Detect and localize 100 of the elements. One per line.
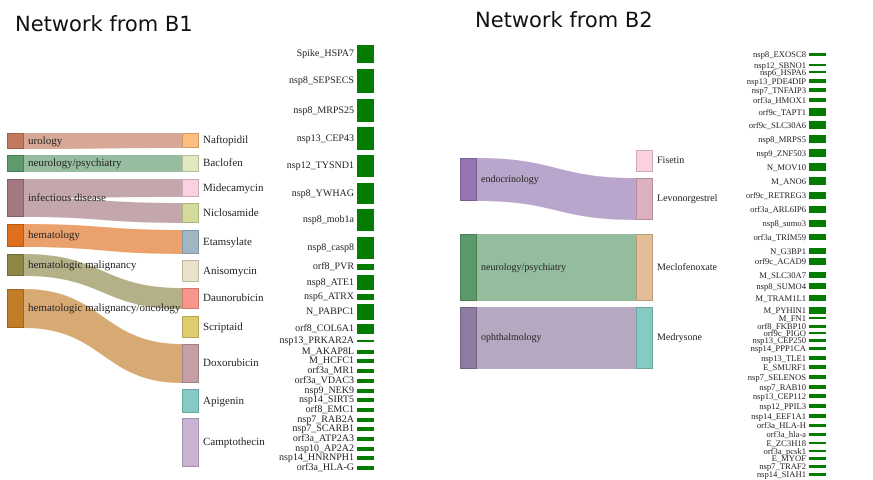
node-label: orf3a_ATP2A3 <box>292 434 354 444</box>
node-label: M_TRAM1L1 <box>755 294 806 302</box>
flow-ribbon <box>477 307 636 369</box>
node-label: nsp7_TNFAIP3 <box>752 86 806 94</box>
node-label: nsp9_ZNF503 <box>756 148 806 158</box>
node-label: N_PABPC1 <box>306 307 354 317</box>
node-label: nsp12_TYSND1 <box>286 161 354 171</box>
node-label: Niclosamide <box>203 208 259 218</box>
node-label: nsp10_AP2A2 <box>295 444 354 454</box>
node-label: nsp7_RAB2A <box>297 414 354 425</box>
node-label: Anisomycin <box>203 266 257 276</box>
node-label: Camptothecin <box>203 437 265 448</box>
node-label: orf8_COL6A1 <box>295 324 354 334</box>
flow-ribbon <box>24 198 182 223</box>
flow-ribbon <box>24 155 182 172</box>
node-label: neurology/psychiatry <box>28 158 122 169</box>
node-label: orf8_PVR <box>312 262 354 272</box>
node-label: nsp13_CEP112 <box>752 392 806 400</box>
node-label: Scriptaid <box>203 322 243 332</box>
node-label: Meclofenoxate <box>657 262 717 272</box>
node-label: nsp7_SCARB1 <box>292 424 354 434</box>
node-label: nsp14_PPP1CA <box>750 344 806 353</box>
node-label: hematology <box>28 230 80 241</box>
node-label: nsp14_EEF1A1 <box>751 412 806 420</box>
node-label: nsp13_CEP250 <box>752 336 806 345</box>
node-label: Spike_HSPA7 <box>296 49 354 59</box>
node-label: M_HCFC1 <box>308 356 354 366</box>
network-heading: Network from B1 <box>15 12 193 36</box>
node-label: nsp8_EXOSC8 <box>752 50 806 59</box>
node-label: orf3a_TRIM59 <box>753 232 806 242</box>
node-label: nsp7_RAB10 <box>759 382 806 392</box>
node-label: nsp8_YWHAG <box>292 188 354 198</box>
node-label: Baclofen <box>203 158 243 169</box>
flow-ribbon <box>24 289 182 383</box>
node-label: E_SMURF1 <box>763 362 806 372</box>
node-label: orf3a_VDAC3 <box>294 376 354 386</box>
flow-ribbon <box>477 158 636 220</box>
node-label: ophthalmology <box>481 333 542 343</box>
node-label: orf3a_HMOX1 <box>753 96 806 104</box>
node-label: nsp13_TLE1 <box>761 354 806 362</box>
node-label: infectious disease <box>28 192 106 204</box>
node-label: nsp6_ATRX <box>304 292 354 302</box>
flow-ribbon <box>477 234 636 301</box>
node-label: nsp7_SELENOS <box>748 372 806 382</box>
node-label: urology <box>28 136 62 146</box>
node-label: orf3a_hla-a <box>766 430 806 439</box>
node-label: M_ANO6 <box>771 176 806 186</box>
flow-ribbon <box>24 133 182 149</box>
node-label: nsp14_SIRT5 <box>299 395 354 406</box>
node-label: nsp12_SBNO1 <box>754 60 806 70</box>
flow-ribbon <box>24 179 182 198</box>
node-label: E_ZC3H18 <box>766 438 806 448</box>
node-label: orf3a_MR1 <box>307 366 354 376</box>
node-label: M_AKAP8L <box>302 346 354 357</box>
node-label: nsp8_MRPS5 <box>758 134 806 144</box>
node-label: orf9c_ACAD9 <box>754 257 806 266</box>
node-label: N_G3BP1 <box>770 246 806 256</box>
node-label: nsp8_casp8 <box>307 243 354 253</box>
node-label: nsp8_MRPS25 <box>293 106 354 116</box>
node-label: orf9c_PIGO <box>764 328 806 338</box>
node-label: Levonorgestrel <box>657 194 718 204</box>
node-label: orf3a_pcsk1 <box>764 446 806 456</box>
flow-ribbon <box>24 224 182 254</box>
network-heading: Network from B2 <box>475 8 653 32</box>
flow-ribbon <box>24 254 182 309</box>
node-label: nsp9_NEK9 <box>304 386 354 396</box>
node-label: E_MYOF <box>772 454 806 463</box>
node-label: orf3a_ARL6IP6 <box>750 205 806 214</box>
node-label: orf8_FKBP10 <box>757 322 806 331</box>
node-label: M_PYHIN1 <box>764 306 806 315</box>
node-label: Fisetin <box>657 156 684 166</box>
node-label: nsp8_SEPSECS <box>288 76 354 86</box>
node-label: Daunorubicin <box>203 293 264 304</box>
node-label: orf9c_SLC30A6 <box>748 120 806 130</box>
node-label: nsp8_SUMO4 <box>756 282 806 290</box>
node-label: hematologic malignancy <box>28 260 136 270</box>
node-label: nsp13_PRKAR2A <box>280 336 354 346</box>
node-label: nsp14_SIAH1 <box>756 470 806 479</box>
node-label: nsp12_PPIL3 <box>759 402 806 410</box>
node-label: nsp8_ATE1 <box>306 278 354 288</box>
node-label: Naftopidil <box>203 135 248 146</box>
node-label: orf9c_RETREG3 <box>746 191 806 200</box>
node-label: nsp6_HSPA6 <box>760 68 806 76</box>
node-label: orf3a_HLA-G <box>296 463 354 474</box>
node-label: nsp8_mob1a <box>302 215 354 225</box>
node-label: Apigenin <box>203 396 244 406</box>
node-label: nsp7_TRAF2 <box>759 462 806 471</box>
node-label: orf3a_HLA-H <box>756 421 806 430</box>
node-label: N_MOV10 <box>766 162 806 172</box>
node-label: Medrysone <box>657 333 702 343</box>
node-label: Etamsylate <box>203 236 252 248</box>
node-label: neurology/psychiatry <box>481 262 566 272</box>
node-label: Midecamycin <box>203 182 264 194</box>
node-label: Doxorubicin <box>203 358 259 369</box>
node-label: orf8_EMC1 <box>306 404 354 415</box>
node-label: nsp8_sumo3 <box>762 219 806 228</box>
node-label: orf9c_TAPT1 <box>758 108 806 116</box>
node-label: M_FN1 <box>778 314 806 322</box>
node-label: M_SLC30A7 <box>759 270 806 280</box>
node-label: nsp13_CEP43 <box>296 134 354 144</box>
